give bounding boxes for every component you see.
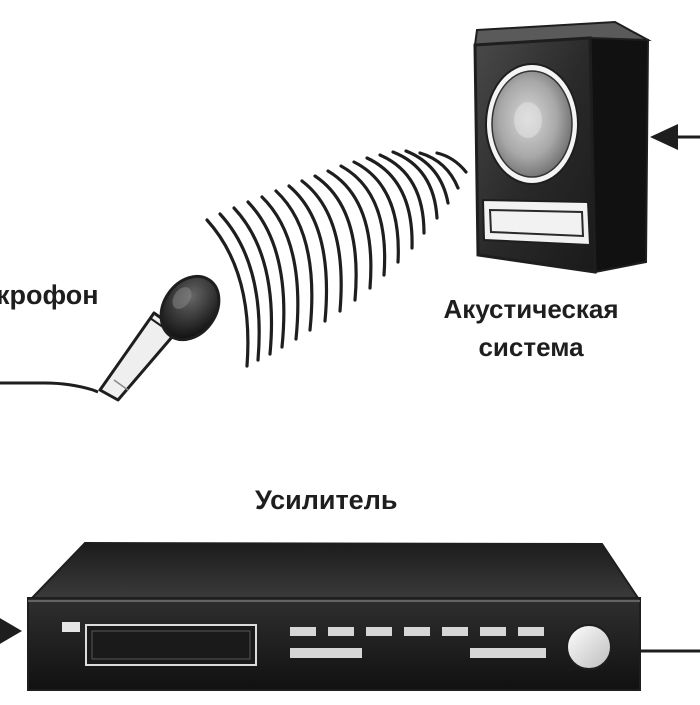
sound-waves-icon: [205, 149, 468, 368]
input-arrow-speaker: [650, 124, 700, 150]
speaker-label-line1: Акустическая: [443, 294, 619, 324]
input-arrow-amplifier: [0, 618, 22, 644]
speaker-label: Акустическая система: [396, 290, 666, 366]
amplifier-label: Усилитель: [255, 485, 398, 515]
microphone-icon: [0, 274, 221, 402]
microphone-label: кpофон: [0, 280, 99, 310]
amplifier-unit-icon: [27, 541, 641, 691]
loudspeaker-icon: [473, 20, 652, 274]
speaker-label-line2: система: [478, 332, 584, 362]
